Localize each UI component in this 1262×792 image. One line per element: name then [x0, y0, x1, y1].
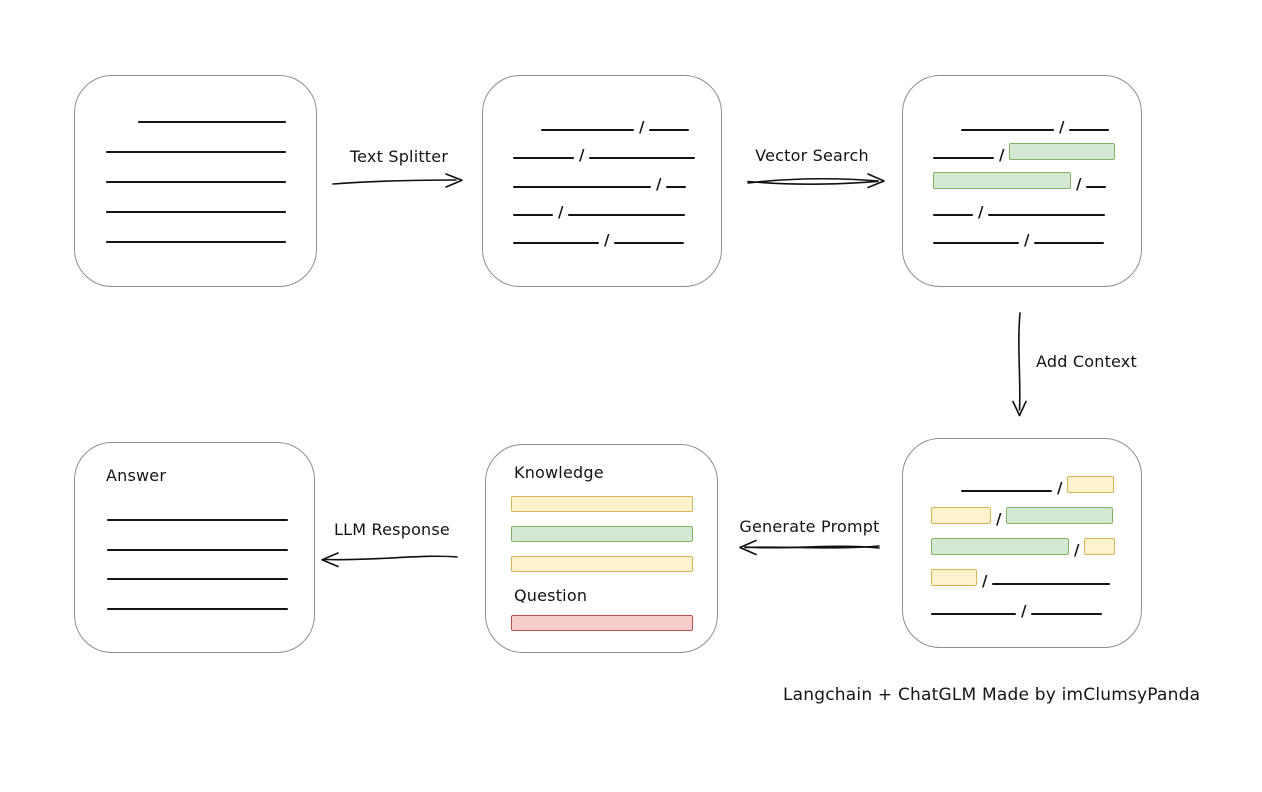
text-line [107, 519, 288, 521]
chunk-row: / [933, 169, 1107, 193]
text-splitter-label: Text Splitter [349, 147, 449, 166]
chunk-row: / [933, 225, 1105, 249]
slash-separator: / [1024, 231, 1030, 249]
text-line [106, 241, 286, 243]
slash-separator: / [1057, 479, 1063, 497]
slash-separator: / [604, 231, 610, 249]
text-line [107, 608, 288, 610]
matched-chunk-green [931, 538, 1069, 555]
split-text-box: / / / / / [482, 75, 722, 287]
text-line [106, 211, 286, 213]
text-line [649, 129, 690, 131]
matched-chunk-green [1009, 143, 1116, 160]
context-chunk-yellow [931, 507, 991, 524]
answer-label: Answer [106, 466, 167, 485]
context-chunk-yellow [931, 569, 977, 586]
text-line [138, 121, 286, 123]
text-line [961, 490, 1052, 492]
text-line [1069, 129, 1110, 131]
text-line [992, 583, 1111, 585]
chunk-row: / [931, 504, 1114, 528]
text-line [933, 157, 994, 159]
text-line [513, 242, 599, 244]
generate-prompt-arrow [739, 539, 880, 556]
text-line [931, 613, 1016, 615]
slash-separator: / [996, 510, 1002, 528]
slash-separator: / [656, 175, 662, 193]
context-chunk-yellow [1084, 538, 1116, 555]
slash-separator: / [579, 146, 585, 164]
slash-separator: / [1059, 118, 1065, 136]
text-line [614, 242, 685, 244]
slash-separator: / [1021, 602, 1027, 620]
vector-search-label: Vector Search [755, 146, 869, 165]
slash-separator: / [1074, 541, 1080, 559]
chunk-row: / [541, 112, 690, 136]
matched-chunk-green [1006, 507, 1114, 524]
diagram-caption: Langchain + ChatGLM Made by imClumsyPand… [783, 685, 1201, 705]
text-line [589, 157, 696, 159]
text-line [107, 549, 288, 551]
text-line [1034, 242, 1105, 244]
matched-chunk-green [933, 172, 1071, 189]
chunk-row: / [513, 225, 685, 249]
knowledge-bar-yellow [511, 496, 693, 512]
text-line [107, 578, 288, 580]
question-bar-red [511, 615, 693, 631]
chunk-row: / [931, 535, 1116, 559]
llm-response-arrow [321, 552, 458, 568]
text-line [106, 181, 286, 183]
chunk-row: / [931, 596, 1103, 620]
knowledge-label: Knowledge [514, 463, 604, 482]
text-line [541, 129, 634, 131]
knowledge-bar-yellow [511, 556, 693, 572]
text-line [513, 214, 553, 216]
text-line [988, 214, 1106, 216]
vector-search-arrow [747, 173, 885, 189]
prompt-box: Knowledge Question [485, 444, 718, 653]
chunk-row: / [513, 140, 696, 164]
chunk-row: / [933, 197, 1106, 221]
context-chunks-box: / / / / / [902, 438, 1142, 648]
text-line [513, 157, 574, 159]
slash-separator: / [639, 118, 645, 136]
context-chunk-yellow [1067, 476, 1115, 493]
chunk-row: / [933, 140, 1116, 164]
text-line [961, 129, 1054, 131]
chunk-row: / [513, 197, 686, 221]
llm-response-label: LLM Response [334, 520, 450, 539]
text-line [1031, 613, 1103, 615]
text-line [1086, 186, 1107, 188]
slash-separator: / [1076, 175, 1082, 193]
question-label: Question [514, 586, 588, 605]
chunk-row: / [513, 169, 687, 193]
document-box [74, 75, 317, 287]
slash-separator: / [558, 203, 564, 221]
slash-separator: / [978, 203, 984, 221]
generate-prompt-label: Generate Prompt [739, 517, 880, 536]
text-line [933, 242, 1019, 244]
knowledge-bar-green [511, 526, 693, 542]
text-line [513, 186, 651, 188]
matched-chunks-box: / / / / / [902, 75, 1142, 287]
text-line [568, 214, 686, 216]
chunk-row: / [931, 566, 1111, 590]
text-line [106, 151, 286, 153]
text-line [666, 186, 687, 188]
chunk-row: / [961, 473, 1115, 497]
chunk-row: / [961, 112, 1110, 136]
text-line [933, 214, 973, 216]
slash-separator: / [999, 146, 1005, 164]
slash-separator: / [982, 572, 988, 590]
text-splitter-arrow [332, 173, 463, 188]
add-context-arrow [1012, 312, 1027, 417]
add-context-label: Add Context [1036, 352, 1137, 371]
answer-box: Answer [74, 442, 315, 653]
